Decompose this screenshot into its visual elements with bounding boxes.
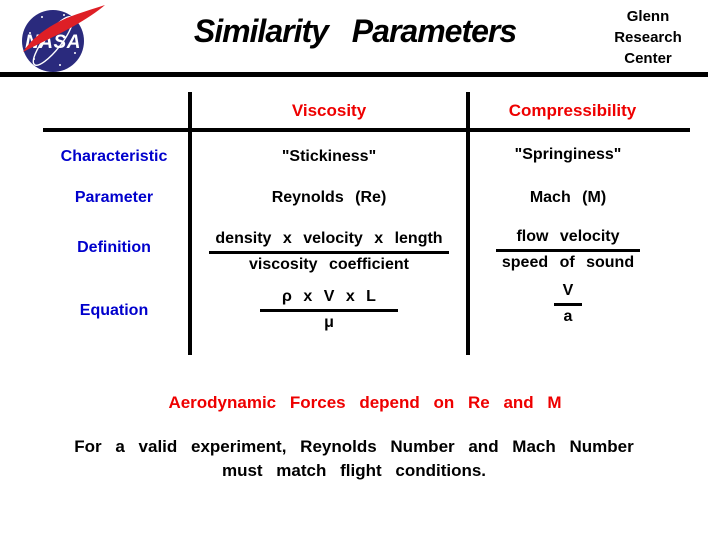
conclusion-highlight: Aerodynamic Forces depend on Re and M	[168, 393, 562, 412]
cell-viscosity-characteristic: "Stickiness"	[281, 148, 377, 165]
cell-viscosity-equation: ρ x V x L μ	[196, 287, 462, 333]
fraction-bar	[209, 251, 449, 254]
fraction-denominator: speed of sound	[501, 254, 635, 271]
reynolds-equation-fraction: ρ x V x L μ	[260, 287, 398, 333]
fraction-bar	[553, 303, 583, 306]
page-title: Similarity Parameters	[193, 13, 517, 49]
org-name: Glenn Research Center	[593, 6, 703, 69]
nasa-logo: NASA	[22, 5, 105, 72]
fraction-denominator: a	[563, 308, 573, 325]
row-label-parameter: Parameter	[74, 189, 154, 206]
column-header-compressibility: Compressibility	[508, 101, 637, 120]
table-rule-vertical-2	[466, 92, 470, 355]
fraction-numerator: ρ x V x L	[282, 288, 376, 305]
fraction-denominator: μ	[324, 314, 334, 331]
row-label-definition: Definition	[77, 239, 151, 256]
cell-viscosity-parameter: Reynolds (Re)	[271, 189, 387, 206]
table-rule-vertical-1	[188, 92, 192, 355]
fraction-numerator: flow velocity	[516, 228, 620, 245]
org-line: Glenn	[626, 8, 670, 25]
org-line: Research	[614, 29, 682, 46]
reynolds-definition-fraction: density x velocity x length viscosity co…	[209, 229, 449, 275]
table-rule-horizontal	[43, 128, 690, 132]
org-line: Center	[624, 50, 672, 67]
cell-compressibility-definition: flow velocity speed of sound	[470, 227, 666, 273]
mach-definition-fraction: flow velocity speed of sound	[495, 227, 641, 273]
header-divider	[0, 72, 708, 77]
nasa-logo-stars	[29, 14, 76, 66]
fraction-numerator: V	[562, 282, 574, 299]
cell-compressibility-parameter: Mach (M)	[529, 189, 607, 206]
cell-compressibility-equation: V a	[470, 281, 666, 327]
note-line-2: must match flight conditions.	[221, 461, 487, 480]
note-line-1: For a valid experiment, Reynolds Number …	[74, 437, 634, 456]
row-label-characteristic: Characteristic	[60, 148, 168, 165]
column-header-viscosity: Viscosity	[291, 101, 367, 120]
cell-compressibility-characteristic: "Springiness"	[514, 146, 622, 163]
fraction-numerator: density x velocity x length	[215, 230, 443, 247]
mach-equation-fraction: V a	[553, 281, 583, 327]
cell-viscosity-definition: density x velocity x length viscosity co…	[196, 229, 462, 275]
nasa-logo-swoosh	[23, 5, 105, 52]
row-label-equation: Equation	[79, 302, 149, 319]
fraction-bar	[260, 309, 398, 312]
fraction-denominator: viscosity coefficient	[249, 256, 409, 273]
fraction-bar	[495, 249, 641, 252]
